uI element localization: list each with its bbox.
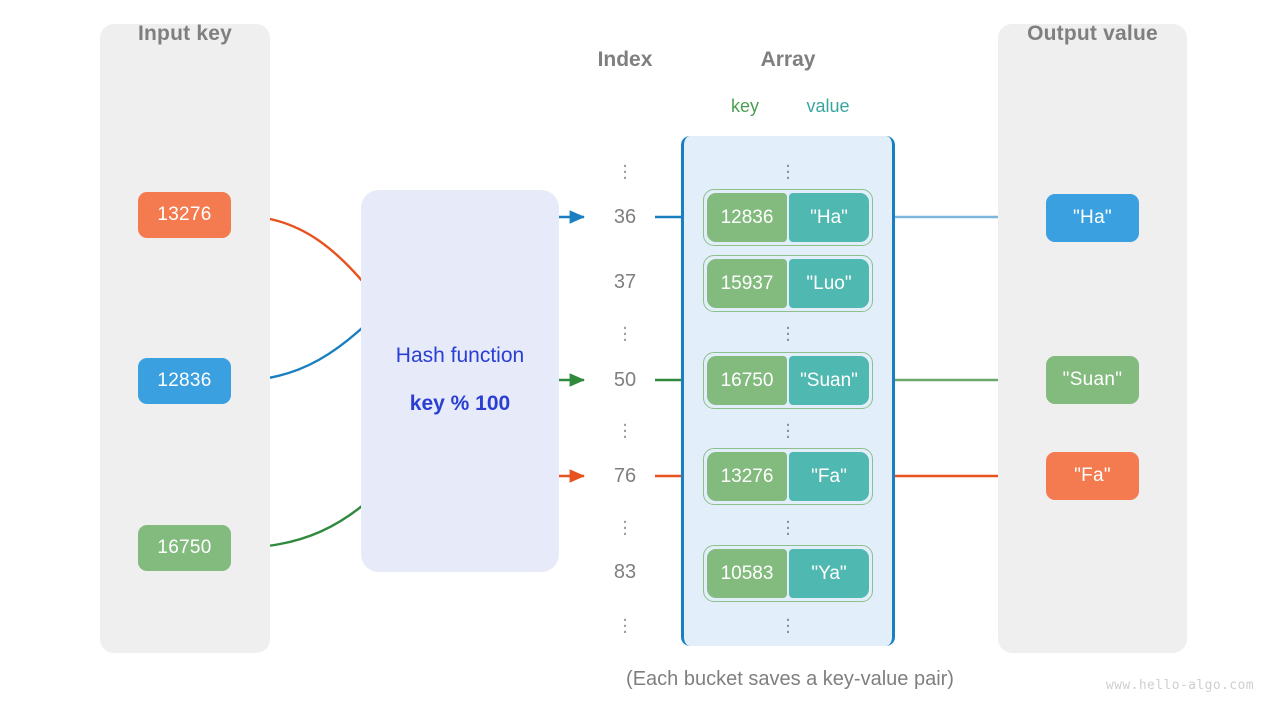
index-ellipsis-top: ...	[622, 150, 628, 184]
array-ellipsis-3: ...	[785, 409, 791, 443]
input-key-chip-1[interactable]: 12836	[138, 358, 231, 404]
array-ellipsis-4: ...	[785, 506, 791, 540]
watermark: www.hello-algo.com	[1105, 678, 1254, 693]
index-ellipsis-3: ...	[622, 409, 628, 443]
bucket-value: "Ha"	[789, 193, 869, 242]
input-key-chip-0[interactable]: 13276	[138, 192, 231, 238]
index-ellipsis-4: ...	[622, 506, 628, 540]
bucket-value: "Ya"	[789, 549, 869, 598]
output-value-chip-2[interactable]: "Fa"	[1046, 452, 1139, 500]
bucket-key: 16750	[707, 356, 787, 405]
index-label-36: 36	[613, 206, 637, 228]
bucket-key: 15937	[707, 259, 787, 308]
array-ellipsis-2: ...	[785, 312, 791, 346]
index-label-50: 50	[613, 369, 637, 391]
array-key-header: key	[730, 96, 759, 116]
bucket-key: 13276	[707, 452, 787, 501]
bucket-76[interactable]: 13276 "Fa"	[703, 448, 873, 505]
bucket-50[interactable]: 16750 "Suan"	[703, 352, 873, 409]
array-ellipsis-bottom: ...	[785, 604, 791, 638]
index-label-76: 76	[613, 465, 637, 487]
array-value-header: value	[806, 96, 850, 116]
bucket-83[interactable]: 10583 "Ya"	[703, 545, 873, 602]
hash-function-formula: key % 100	[409, 392, 511, 415]
diagram-caption: (Each bucket saves a key-value pair)	[626, 668, 954, 690]
output-panel-title: Output value	[1027, 22, 1158, 45]
array-column-title: Array	[760, 48, 816, 71]
input-panel-title: Input key	[138, 22, 232, 45]
index-ellipsis-bottom: ...	[622, 604, 628, 638]
hash-function-box	[361, 190, 559, 572]
bucket-key: 12836	[707, 193, 787, 242]
output-value-chip-0[interactable]: "Ha"	[1046, 194, 1139, 242]
bucket-key: 10583	[707, 549, 787, 598]
index-label-37: 37	[613, 271, 637, 293]
index-label-83: 83	[613, 561, 637, 583]
output-value-panel	[998, 24, 1187, 653]
bucket-value: "Suan"	[789, 356, 869, 405]
output-value-chip-1[interactable]: "Suan"	[1046, 356, 1139, 404]
index-ellipsis-2: ...	[622, 312, 628, 346]
input-key-chip-2[interactable]: 16750	[138, 525, 231, 571]
bucket-value: "Luo"	[789, 259, 869, 308]
bucket-37[interactable]: 15937 "Luo"	[703, 255, 873, 312]
bucket-value: "Fa"	[789, 452, 869, 501]
hash-function-label: Hash function	[395, 344, 525, 367]
index-column-title: Index	[597, 48, 653, 71]
bucket-36[interactable]: 12836 "Ha"	[703, 189, 873, 246]
array-ellipsis-top: ...	[785, 150, 791, 184]
